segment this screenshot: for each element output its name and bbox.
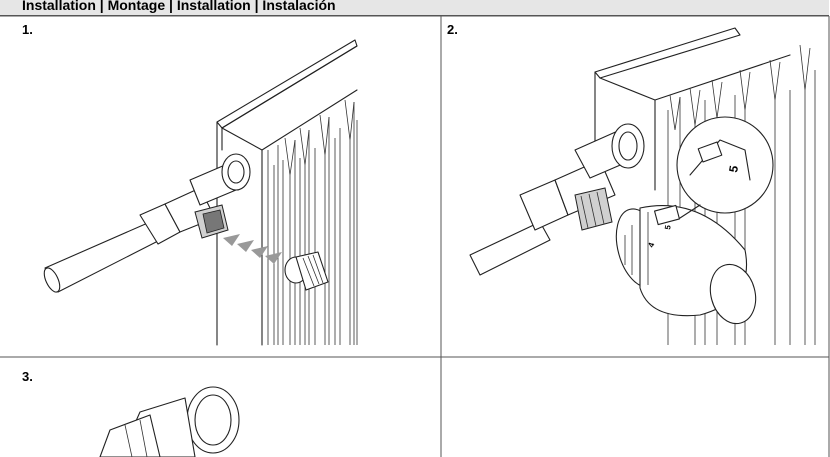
- push-arrows: [223, 234, 282, 264]
- step-3-illustration: [99, 386, 240, 457]
- thermostat-head-illustration: 4 5: [615, 204, 757, 325]
- step-number-2: 2.: [447, 22, 458, 37]
- step-2-illustration: 4 5 5: [469, 27, 816, 345]
- pipe-illustration: [43, 153, 251, 293]
- svg-text:5: 5: [663, 224, 673, 230]
- valve-illustration: [99, 386, 240, 457]
- protective-cap: [284, 251, 329, 291]
- svg-text:4: 4: [646, 241, 656, 249]
- magnifier-detail: 5: [676, 116, 774, 219]
- step-number-3: 3.: [22, 369, 33, 384]
- step-1-illustration: [43, 39, 358, 346]
- valve-illustration: [469, 123, 645, 276]
- radiator-illustration: [216, 39, 358, 346]
- step-number-1: 1.: [22, 22, 33, 37]
- dial-number-5: 5: [726, 164, 741, 173]
